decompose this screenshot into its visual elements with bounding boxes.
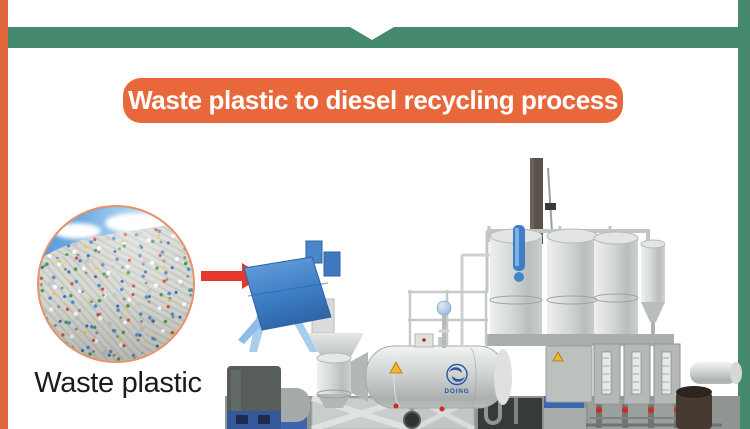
ribbon-notch	[350, 27, 394, 40]
collector-duct	[486, 334, 674, 346]
outlet-pipe	[690, 362, 742, 384]
cloud-shape	[53, 223, 101, 239]
gauge-panels	[545, 343, 681, 405]
sight-glass	[513, 225, 525, 282]
feeder-conveyor	[238, 240, 341, 352]
input-caption: Waste plastic	[34, 367, 202, 399]
photo-shading	[39, 207, 193, 361]
title-banner-label: Waste plastic to diesel recycling proces…	[128, 85, 618, 115]
drive-housing	[227, 366, 310, 429]
feed-hopper	[308, 298, 364, 408]
waste-plastic-photo	[37, 205, 195, 363]
brand-logo: DOING	[444, 363, 469, 395]
pipe-scaffold	[408, 290, 488, 347]
ball-valve	[436, 300, 452, 348]
right-accent-stripe	[738, 0, 750, 429]
brand-logo-text: DOING	[444, 388, 469, 395]
chimney	[530, 158, 556, 244]
left-accent-stripe	[0, 0, 8, 429]
top-ribbon	[8, 27, 750, 48]
pyrolysis-machine-illustration: DOING	[225, 158, 742, 429]
residue-pot	[676, 386, 712, 429]
title-banner: Waste plastic to diesel recycling proces…	[123, 78, 623, 123]
condenser-columns	[489, 228, 639, 344]
cyclone	[640, 239, 666, 346]
reactor-cylinder	[350, 333, 512, 412]
